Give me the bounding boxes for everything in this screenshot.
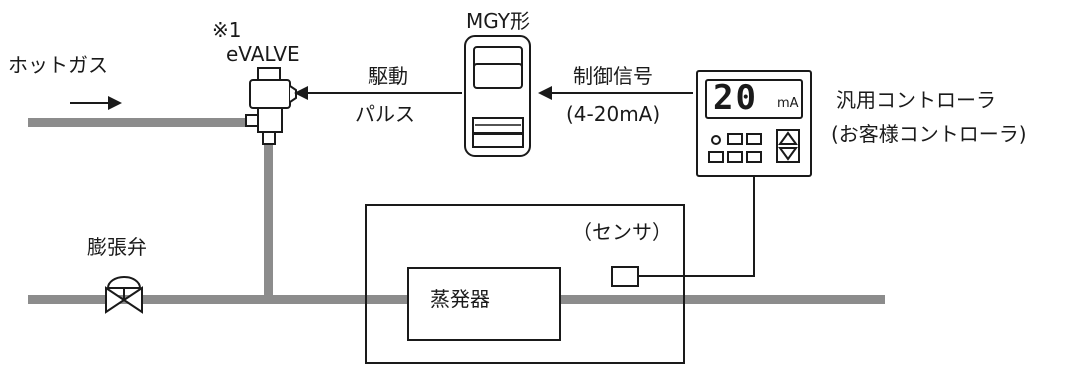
expansion-valve-icon bbox=[105, 276, 143, 314]
evaporator-label: 蒸発器 bbox=[430, 287, 490, 311]
controller-display-unit: mA bbox=[777, 96, 799, 111]
controller-display-value: 20 bbox=[713, 78, 758, 118]
sensor-icon bbox=[611, 266, 639, 287]
evalve-icon bbox=[245, 67, 297, 145]
mgy-unit-icon bbox=[464, 35, 531, 157]
controller-label-line2: (お客様コントローラ) bbox=[831, 122, 1027, 146]
controller-icon bbox=[696, 70, 812, 177]
flow-arrow bbox=[70, 96, 122, 110]
control-signal-label: 制御信号 bbox=[573, 64, 653, 88]
signal-range-label: (4-20mA) bbox=[566, 102, 661, 126]
expansion-valve-label: 膨張弁 bbox=[87, 235, 147, 259]
evaporator-box bbox=[407, 267, 561, 341]
drive-pulse-arrow bbox=[294, 86, 462, 100]
pulse-label: パルス bbox=[355, 102, 415, 126]
hot-gas-pipe bbox=[28, 118, 258, 127]
mgy-label: MGY形 bbox=[466, 9, 530, 33]
sensor-label: （センサ） bbox=[572, 220, 672, 244]
sensor-wire bbox=[638, 176, 755, 277]
bypass-vertical-pipe bbox=[264, 140, 273, 300]
control-signal-arrow bbox=[538, 86, 693, 100]
evaporator-enclosure bbox=[365, 204, 685, 364]
hot-gas-label: ホットガス bbox=[8, 53, 108, 77]
drive-label: 駆動 bbox=[368, 64, 408, 88]
note-mark-label: ※1 bbox=[212, 18, 242, 42]
evalve-label: eVALVE bbox=[226, 42, 300, 66]
controller-label-line1: 汎用コントローラ bbox=[836, 88, 996, 112]
